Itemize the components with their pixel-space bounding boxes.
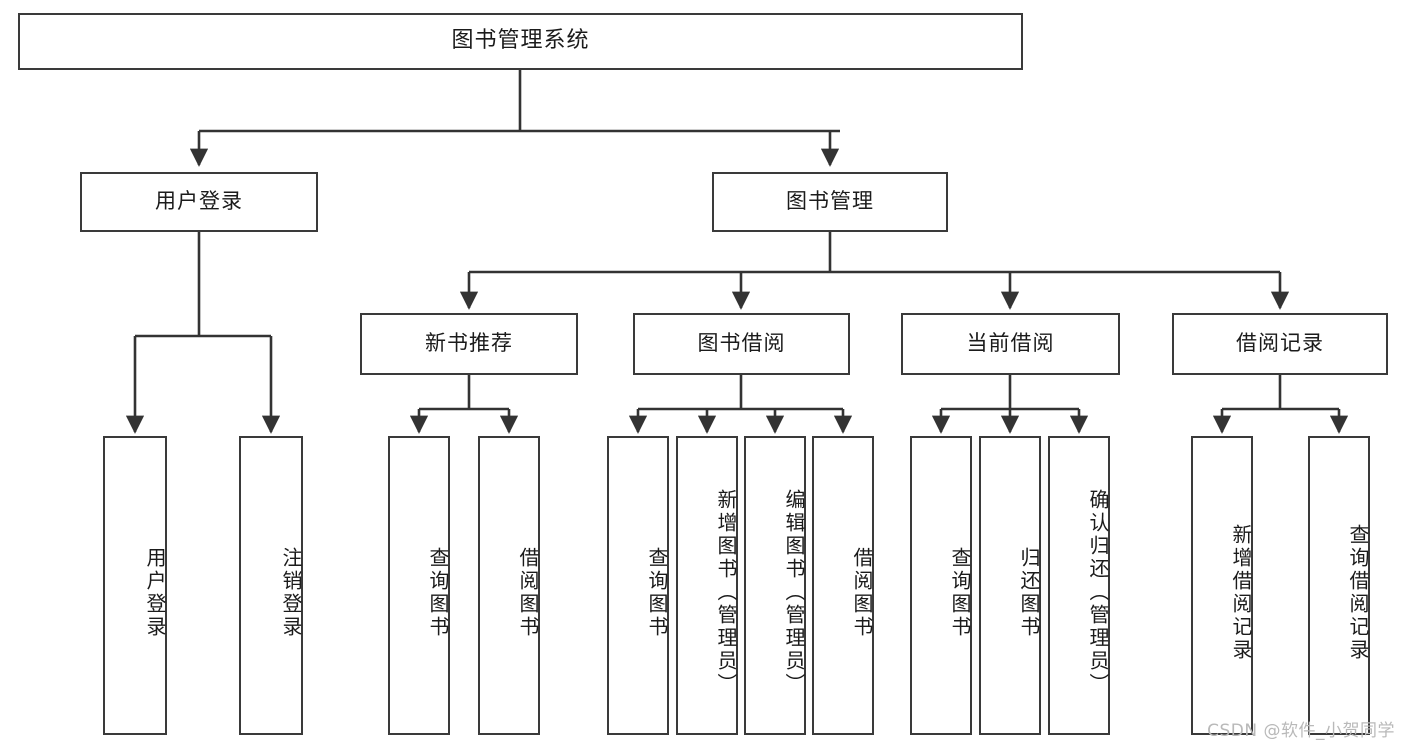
node-book-borrow[interactable]: 图书借阅	[633, 313, 850, 375]
leaf-current-borrow-query[interactable]: 查询图书	[910, 436, 972, 735]
leaf-label: 借阅图书	[850, 546, 874, 639]
leaf-label: 新增图书（管理员）	[714, 489, 738, 696]
leaf-label: 编辑图书（管理员）	[782, 489, 806, 696]
leaf-borrow-record-add[interactable]: 新增借阅记录	[1191, 436, 1253, 735]
leaf-book-borrow-edit[interactable]: 编辑图书（管理员）	[744, 436, 806, 735]
node-label: 用户登录	[155, 189, 243, 214]
csdn-watermark: CSDN @软件_小贺同学	[1207, 721, 1395, 741]
leaf-label: 注销登录	[279, 546, 303, 639]
leaf-current-borrow-return[interactable]: 归还图书	[979, 436, 1041, 735]
node-label: 当前借阅	[966, 331, 1055, 356]
leaf-label: 归还图书	[1017, 546, 1041, 639]
node-user-login[interactable]: 用户登录	[80, 172, 318, 232]
node-label: 图书管理	[786, 189, 874, 214]
leaf-label: 查询借阅记录	[1346, 523, 1370, 662]
node-label: 图书借阅	[697, 331, 786, 356]
leaf-label: 查询图书	[426, 546, 450, 639]
node-current-borrow[interactable]: 当前借阅	[901, 313, 1120, 375]
node-book-management[interactable]: 图书管理	[712, 172, 948, 232]
node-borrow-record[interactable]: 借阅记录	[1172, 313, 1388, 375]
node-label: 借阅记录	[1236, 331, 1324, 356]
node-label: 图书管理系统	[451, 28, 590, 54]
leaf-user-login-login[interactable]: 用户登录	[103, 436, 167, 735]
leaf-label: 查询图书	[948, 546, 972, 639]
leaf-borrow-record-query[interactable]: 查询借阅记录	[1308, 436, 1370, 735]
leaf-book-borrow-borrow[interactable]: 借阅图书	[812, 436, 874, 735]
node-new-book-recommend[interactable]: 新书推荐	[360, 313, 578, 375]
leaf-new-book-borrow[interactable]: 借阅图书	[478, 436, 540, 735]
leaf-book-borrow-add[interactable]: 新增图书（管理员）	[676, 436, 738, 735]
leaf-label: 用户登录	[143, 546, 167, 639]
node-label: 新书推荐	[425, 331, 513, 356]
leaf-label: 确认归还（管理员）	[1086, 489, 1110, 696]
node-book-management-system[interactable]: 图书管理系统	[18, 13, 1023, 70]
leaf-label: 查询图书	[645, 546, 669, 639]
leaf-new-book-query[interactable]: 查询图书	[388, 436, 450, 735]
leaf-current-borrow-confirm-return[interactable]: 确认归还（管理员）	[1048, 436, 1110, 735]
leaf-book-borrow-query[interactable]: 查询图书	[607, 436, 669, 735]
leaf-user-login-logout[interactable]: 注销登录	[239, 436, 303, 735]
leaf-label: 借阅图书	[516, 546, 540, 639]
leaf-label: 新增借阅记录	[1229, 523, 1253, 662]
